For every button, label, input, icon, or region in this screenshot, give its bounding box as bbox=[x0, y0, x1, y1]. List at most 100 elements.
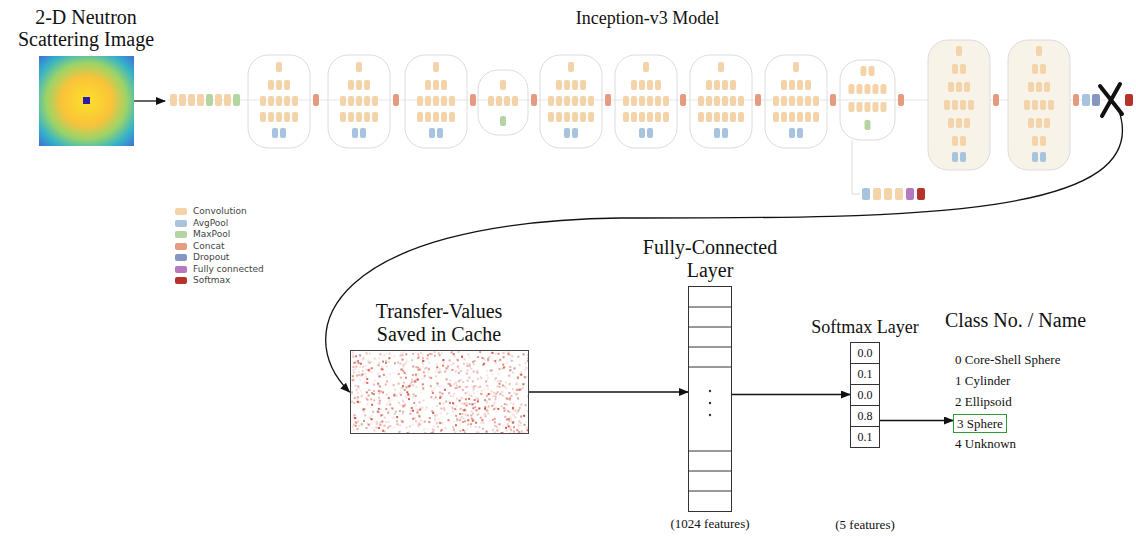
heatmap-cell bbox=[367, 395, 369, 397]
layer-block bbox=[1032, 64, 1038, 74]
heatmap-cell bbox=[356, 392, 358, 394]
heatmap-cell bbox=[419, 369, 421, 371]
heatmap-cell bbox=[418, 401, 420, 403]
heatmap-cell bbox=[471, 420, 473, 422]
heatmap-cell bbox=[523, 415, 525, 417]
heatmap-cell bbox=[388, 400, 390, 402]
layer-block bbox=[898, 94, 904, 106]
heatmap-cell bbox=[452, 353, 454, 355]
cell-line bbox=[689, 367, 731, 368]
heatmap-cell bbox=[371, 392, 373, 394]
heatmap-cell bbox=[352, 379, 354, 381]
heatmap-cell bbox=[511, 422, 513, 424]
heatmap-cell bbox=[459, 423, 461, 425]
layer-block bbox=[572, 96, 578, 106]
heatmap-cell bbox=[476, 356, 478, 358]
heatmap-cell bbox=[405, 427, 407, 429]
heatmap-cell bbox=[398, 431, 400, 433]
heatmap-cell bbox=[428, 362, 430, 364]
heatmap-cell bbox=[352, 366, 354, 368]
layer-block bbox=[276, 112, 282, 122]
heatmap-cell bbox=[396, 416, 398, 418]
heatmap-cell bbox=[355, 375, 357, 377]
heatmap-cell bbox=[436, 370, 438, 372]
heatmap-cell bbox=[372, 411, 374, 413]
heatmap-cell bbox=[465, 365, 467, 367]
layer-block bbox=[470, 94, 476, 106]
layer-block bbox=[313, 94, 319, 106]
heatmap-cell bbox=[370, 418, 372, 420]
heatmap-cell bbox=[370, 423, 372, 425]
heatmap-cell bbox=[494, 425, 496, 427]
layer-block bbox=[572, 112, 578, 122]
heatmap-cell bbox=[489, 370, 491, 372]
heatmap-cell bbox=[477, 431, 479, 433]
heatmap-cell bbox=[457, 366, 459, 368]
heatmap-cell bbox=[405, 397, 407, 399]
heatmap-cell bbox=[364, 365, 366, 367]
heatmap-cell bbox=[413, 402, 415, 404]
layer-block bbox=[873, 188, 881, 200]
heatmap-cell bbox=[415, 376, 417, 378]
heatmap-cell bbox=[415, 420, 417, 422]
layer-block bbox=[276, 62, 282, 72]
module-outline bbox=[248, 55, 310, 148]
heatmap-cell bbox=[461, 413, 463, 415]
heatmap-cell bbox=[368, 389, 370, 391]
heatmap-cell bbox=[400, 363, 402, 365]
heatmap-cell bbox=[409, 410, 411, 412]
heatmap-cell bbox=[442, 407, 444, 409]
heatmap-cell bbox=[483, 413, 485, 415]
ellipsis-dot bbox=[709, 414, 711, 416]
heatmap-cell bbox=[376, 423, 378, 425]
heatmap-cell bbox=[414, 395, 416, 397]
heatmap-cell bbox=[382, 374, 384, 376]
heatmap-cell bbox=[417, 409, 419, 411]
layer-block bbox=[348, 112, 354, 122]
layer-block bbox=[655, 96, 661, 106]
node-heading: Softmax Layer bbox=[805, 318, 925, 336]
heatmap-cell bbox=[462, 409, 464, 411]
heatmap-cell bbox=[402, 411, 404, 413]
heatmap-cell bbox=[395, 421, 397, 423]
heatmap-cell bbox=[436, 366, 438, 368]
heatmap-cell bbox=[411, 359, 413, 361]
layer-block bbox=[797, 96, 803, 106]
heatmap-cell bbox=[517, 378, 519, 380]
heatmap-cell bbox=[404, 363, 406, 365]
heatmap-cell bbox=[391, 408, 393, 410]
heatmap-cell bbox=[494, 353, 496, 355]
layer-block bbox=[1036, 82, 1042, 92]
heatmap-cell bbox=[424, 432, 426, 433]
heatmap-cell bbox=[437, 352, 439, 354]
layer-block bbox=[441, 80, 447, 90]
heatmap-cell bbox=[366, 378, 368, 380]
heatmap-cell bbox=[504, 381, 506, 383]
layer-block bbox=[647, 112, 653, 122]
heatmap-cell bbox=[431, 392, 433, 394]
heatmap-cell bbox=[385, 408, 387, 410]
heatmap-cell bbox=[497, 374, 499, 376]
column-heading: Class No. / Name bbox=[945, 308, 1086, 332]
layer-block bbox=[1040, 136, 1046, 146]
layer-block bbox=[647, 80, 653, 90]
heatmap-cell bbox=[396, 361, 398, 363]
layer-block bbox=[340, 112, 346, 122]
heatmap-cell bbox=[362, 409, 364, 411]
layer-block bbox=[773, 96, 779, 106]
heatmap-cell bbox=[435, 385, 437, 387]
layer-block bbox=[1028, 118, 1034, 128]
layer-block bbox=[429, 128, 435, 138]
layer-block bbox=[425, 112, 431, 122]
node-heading: Transfer-Values Saved in Cache bbox=[349, 300, 529, 346]
layer-block bbox=[797, 112, 803, 122]
heatmap-cell bbox=[480, 422, 482, 424]
layer-block bbox=[849, 102, 855, 112]
heatmap-cell bbox=[470, 395, 472, 397]
node-heading: Inception-v3 Model bbox=[165, 8, 1130, 30]
layer-block bbox=[623, 112, 629, 122]
layer-block bbox=[993, 94, 999, 106]
heatmap-cell bbox=[511, 388, 513, 390]
heatmap-cell bbox=[469, 417, 471, 419]
heatmap-cell bbox=[402, 364, 404, 366]
